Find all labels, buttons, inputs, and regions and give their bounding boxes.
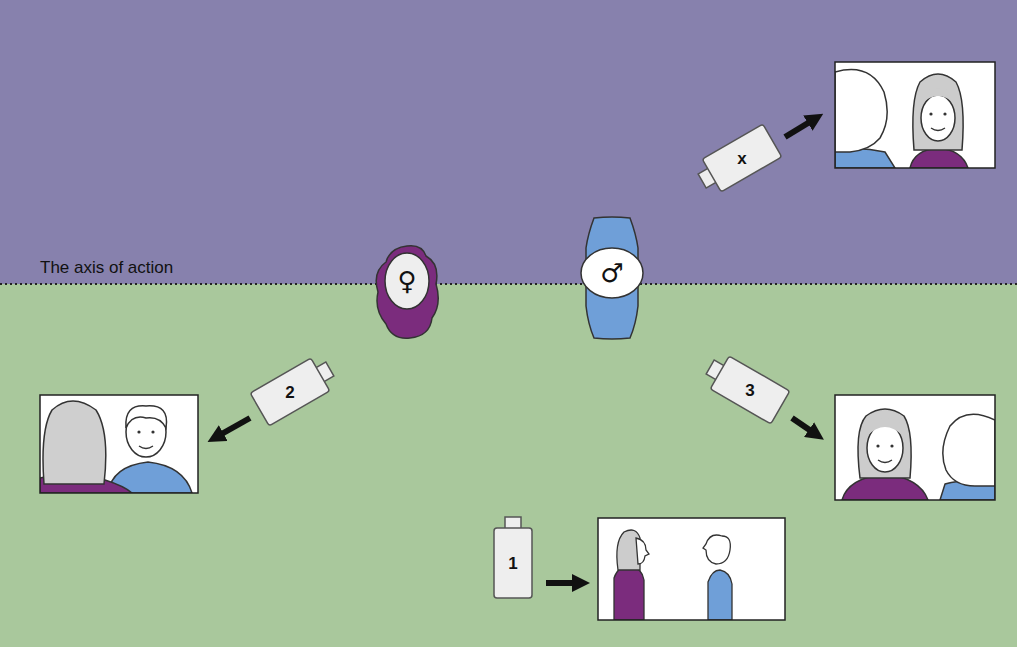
woman-fringe — [867, 418, 903, 436]
eye — [943, 112, 946, 115]
frame-fill — [40, 395, 198, 493]
camera-node: 2 — [235, 337, 345, 447]
woman-figure — [376, 246, 438, 339]
head-oval — [385, 253, 429, 309]
man-hair — [126, 406, 167, 428]
camera-node: x — [687, 103, 797, 213]
smile — [139, 446, 153, 449]
woman-fringe — [921, 88, 955, 104]
camera-number: 3 — [745, 382, 754, 399]
eye — [929, 112, 932, 115]
green-side — [0, 284, 1017, 647]
axis-label: The axis of action — [40, 258, 173, 278]
camera-icon — [701, 351, 790, 424]
man-profile — [703, 535, 730, 564]
man-body — [708, 570, 732, 620]
frame-fill — [598, 518, 785, 620]
camera-number: x — [737, 150, 746, 167]
camera-body — [702, 124, 782, 192]
eye — [151, 430, 154, 433]
camera-icon — [250, 353, 339, 426]
view-arrow — [792, 418, 814, 433]
head-oval — [581, 248, 643, 298]
camera-icon — [494, 517, 532, 598]
man-back-head — [943, 414, 995, 486]
woman-profile — [636, 538, 649, 564]
purple-side — [0, 0, 1017, 284]
eye — [876, 444, 879, 447]
frame-fill — [835, 395, 995, 500]
shot-frame — [835, 62, 995, 168]
shot-frame — [40, 395, 198, 493]
view-arrow — [546, 580, 578, 586]
camera-icon — [693, 124, 782, 197]
camera-number: 2 — [285, 384, 294, 401]
axis-line — [0, 283, 1017, 285]
camera-number: 1 — [508, 555, 517, 572]
camera-body — [494, 528, 532, 598]
view-arrow — [218, 418, 250, 436]
woman-hair — [913, 74, 963, 150]
gender-symbol: ♂ — [600, 260, 623, 286]
shot-frame — [835, 395, 995, 500]
view-arrow — [785, 120, 813, 137]
woman-back-hair — [43, 401, 106, 484]
woman-body — [614, 566, 644, 620]
woman-face — [921, 95, 955, 141]
man-back-head — [835, 70, 887, 153]
gender-symbol: ♀ — [397, 268, 416, 294]
woman-hair — [858, 409, 911, 478]
frame-fill — [835, 62, 995, 168]
camera-body — [250, 358, 330, 426]
camera-node: 1 — [458, 508, 568, 618]
shot-frame — [598, 518, 785, 620]
smile — [878, 460, 892, 463]
camera-node: 3 — [695, 335, 805, 445]
frame-border — [835, 62, 995, 168]
camera-body — [710, 356, 790, 424]
smile — [931, 128, 945, 131]
camera-viewfinder — [505, 517, 521, 529]
frame-border — [835, 395, 995, 500]
eye — [890, 444, 893, 447]
frame-border — [598, 518, 785, 620]
character-node: ♂ — [576, 216, 648, 340]
frame-border — [40, 395, 198, 493]
character-node: ♀ — [370, 244, 444, 340]
eye — [137, 430, 140, 433]
woman-shirt — [910, 148, 968, 168]
